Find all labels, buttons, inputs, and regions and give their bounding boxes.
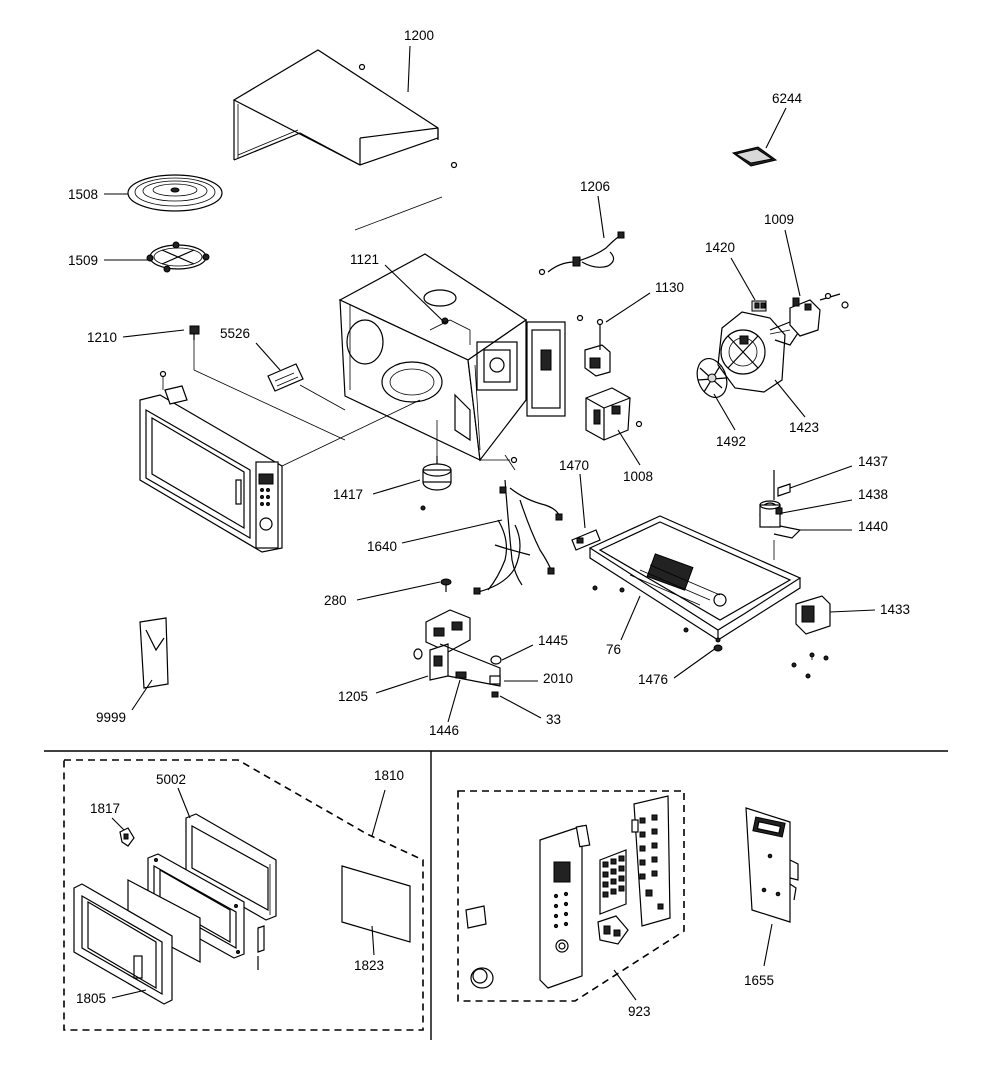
- door-spring: [257, 925, 265, 970]
- keypad-membrane: [599, 849, 627, 915]
- label-1200: 1200: [404, 28, 434, 43]
- cover-plate-5526: [267, 363, 304, 392]
- label-1205: 1205: [338, 689, 368, 704]
- fan-motor-assembly-1423: [717, 311, 801, 393]
- label-1446: 1446: [429, 723, 459, 738]
- transformer-1008: [585, 387, 643, 441]
- interlock-bracket-1205: [413, 609, 502, 698]
- capacitor-assembly-1438: [759, 470, 802, 560]
- label-1470: 1470: [559, 458, 589, 473]
- fan-blade-1492: [696, 358, 728, 398]
- label-6244: 6244: [772, 91, 803, 106]
- label-1823: 1823: [354, 958, 384, 973]
- label-1508: 1508: [68, 187, 98, 202]
- clip-1210: [189, 325, 200, 370]
- label-1423: 1423: [789, 420, 819, 435]
- label-33: 33: [546, 712, 561, 727]
- label-1440: 1440: [858, 519, 888, 534]
- label-923: 923: [628, 1004, 651, 1019]
- control-board: [631, 795, 671, 927]
- control-knob: [470, 967, 494, 989]
- door-outer-1805: [73, 883, 173, 1005]
- label-1417: 1417: [333, 487, 363, 502]
- label-1492: 1492: [716, 434, 746, 449]
- label-1655: 1655: [744, 973, 774, 988]
- latch-1817: [119, 827, 135, 847]
- label-1130: 1130: [655, 280, 684, 295]
- label-1121: 1121: [350, 252, 379, 267]
- wire-harness-1640: [473, 479, 563, 595]
- label-2010: 2010: [543, 671, 573, 686]
- magnetron-1433: [791, 595, 831, 679]
- label-1009: 1009: [764, 212, 794, 227]
- damper-switch-1009: [769, 292, 849, 337]
- turntable-motor-1417: [420, 420, 452, 511]
- label-1210: 1210: [87, 330, 117, 345]
- label-1817: 1817: [90, 801, 120, 816]
- door-choke-frame: [147, 853, 245, 959]
- small-tab: [465, 905, 487, 929]
- label-1206: 1206: [580, 179, 610, 194]
- label-1640: 1640: [367, 539, 397, 554]
- door-kit-dashed-outline: [63, 759, 424, 1031]
- label-1810: 1810: [374, 768, 404, 783]
- latch-1470: [571, 529, 601, 551]
- bracket-1130: [584, 318, 611, 377]
- outer-case-1200: [232, 49, 458, 231]
- control-panel-housing: [539, 824, 591, 989]
- label-1509: 1509: [68, 253, 98, 268]
- power-cord-1206: [538, 231, 625, 276]
- connector-bracket: [597, 915, 629, 945]
- control-board-1655: [745, 807, 799, 923]
- label-5526: 5526: [220, 326, 250, 341]
- oven-cavity-chassis: [338, 253, 584, 471]
- label-1437: 1437: [858, 454, 888, 469]
- label-1008: 1008: [623, 469, 653, 484]
- door-frame-5002: [185, 813, 277, 921]
- literature-9999: [139, 617, 169, 689]
- roller-ring-1509: [146, 241, 210, 273]
- label-1445: 1445: [538, 633, 568, 648]
- label-1476: 1476: [638, 672, 668, 687]
- glass-turntable-1508: [127, 174, 223, 212]
- door-panel-1823: [341, 865, 411, 943]
- label-5002: 5002: [156, 772, 186, 787]
- foot-1476: [713, 644, 723, 652]
- thermostat-1420: [751, 300, 767, 312]
- oven-front-assembly: [139, 370, 283, 553]
- base-plate-76: [588, 515, 802, 643]
- part-280: [440, 578, 452, 592]
- label-76: 76: [606, 642, 621, 657]
- label-1438: 1438: [858, 487, 888, 502]
- label-card-6244: [731, 146, 778, 167]
- label-1420: 1420: [705, 240, 735, 255]
- door-screen-panel: [127, 879, 201, 963]
- label-1805: 1805: [76, 991, 106, 1006]
- label-280: 280: [324, 593, 347, 608]
- label-1433: 1433: [880, 602, 910, 617]
- label-9999: 9999: [96, 710, 126, 725]
